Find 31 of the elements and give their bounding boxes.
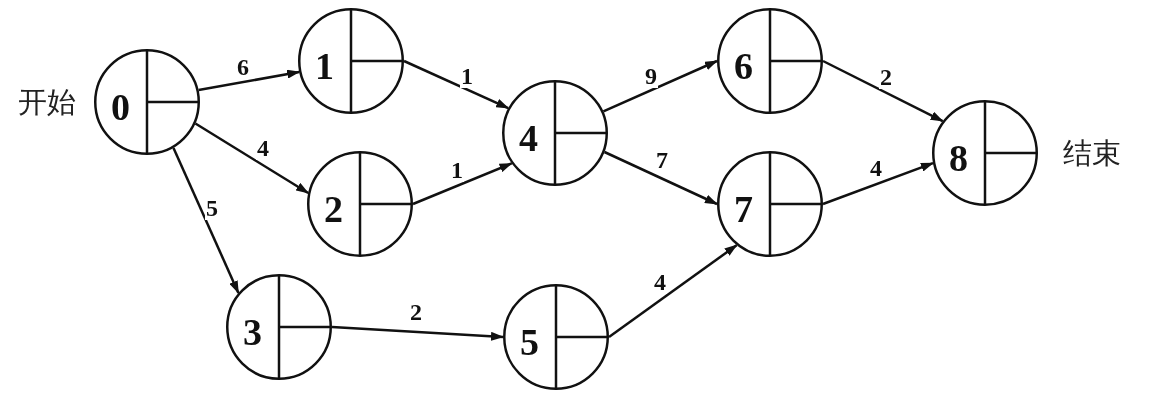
event-circle <box>932 100 1038 206</box>
node-number: 6 <box>734 47 753 85</box>
node-number: 8 <box>949 139 968 177</box>
arrow <box>194 122 309 195</box>
node-number: 0 <box>111 88 130 126</box>
event-circle <box>94 49 200 155</box>
event-circle <box>298 8 404 114</box>
arrow <box>603 150 718 206</box>
arrow <box>608 244 738 338</box>
event-circle <box>717 151 823 257</box>
arrow <box>602 59 718 113</box>
event-circle <box>503 284 609 390</box>
event-circle <box>307 151 413 257</box>
node-number: 1 <box>315 47 334 85</box>
event-circle <box>502 80 608 186</box>
arrow <box>403 59 510 110</box>
node-number: 5 <box>520 323 539 361</box>
arrow <box>822 161 934 206</box>
arrow <box>331 325 504 341</box>
node-number: 3 <box>243 313 262 351</box>
event-circle <box>717 8 823 114</box>
node-number: 2 <box>324 190 343 228</box>
node-caption: 结束 <box>1063 138 1121 168</box>
node-caption: 开始 <box>18 87 76 117</box>
node-number: 4 <box>519 119 538 157</box>
arrow <box>412 162 513 206</box>
arrow <box>172 147 240 294</box>
node-number: 7 <box>734 190 753 228</box>
event-circle <box>226 274 332 380</box>
arrow <box>822 59 944 123</box>
arrow <box>198 69 301 92</box>
